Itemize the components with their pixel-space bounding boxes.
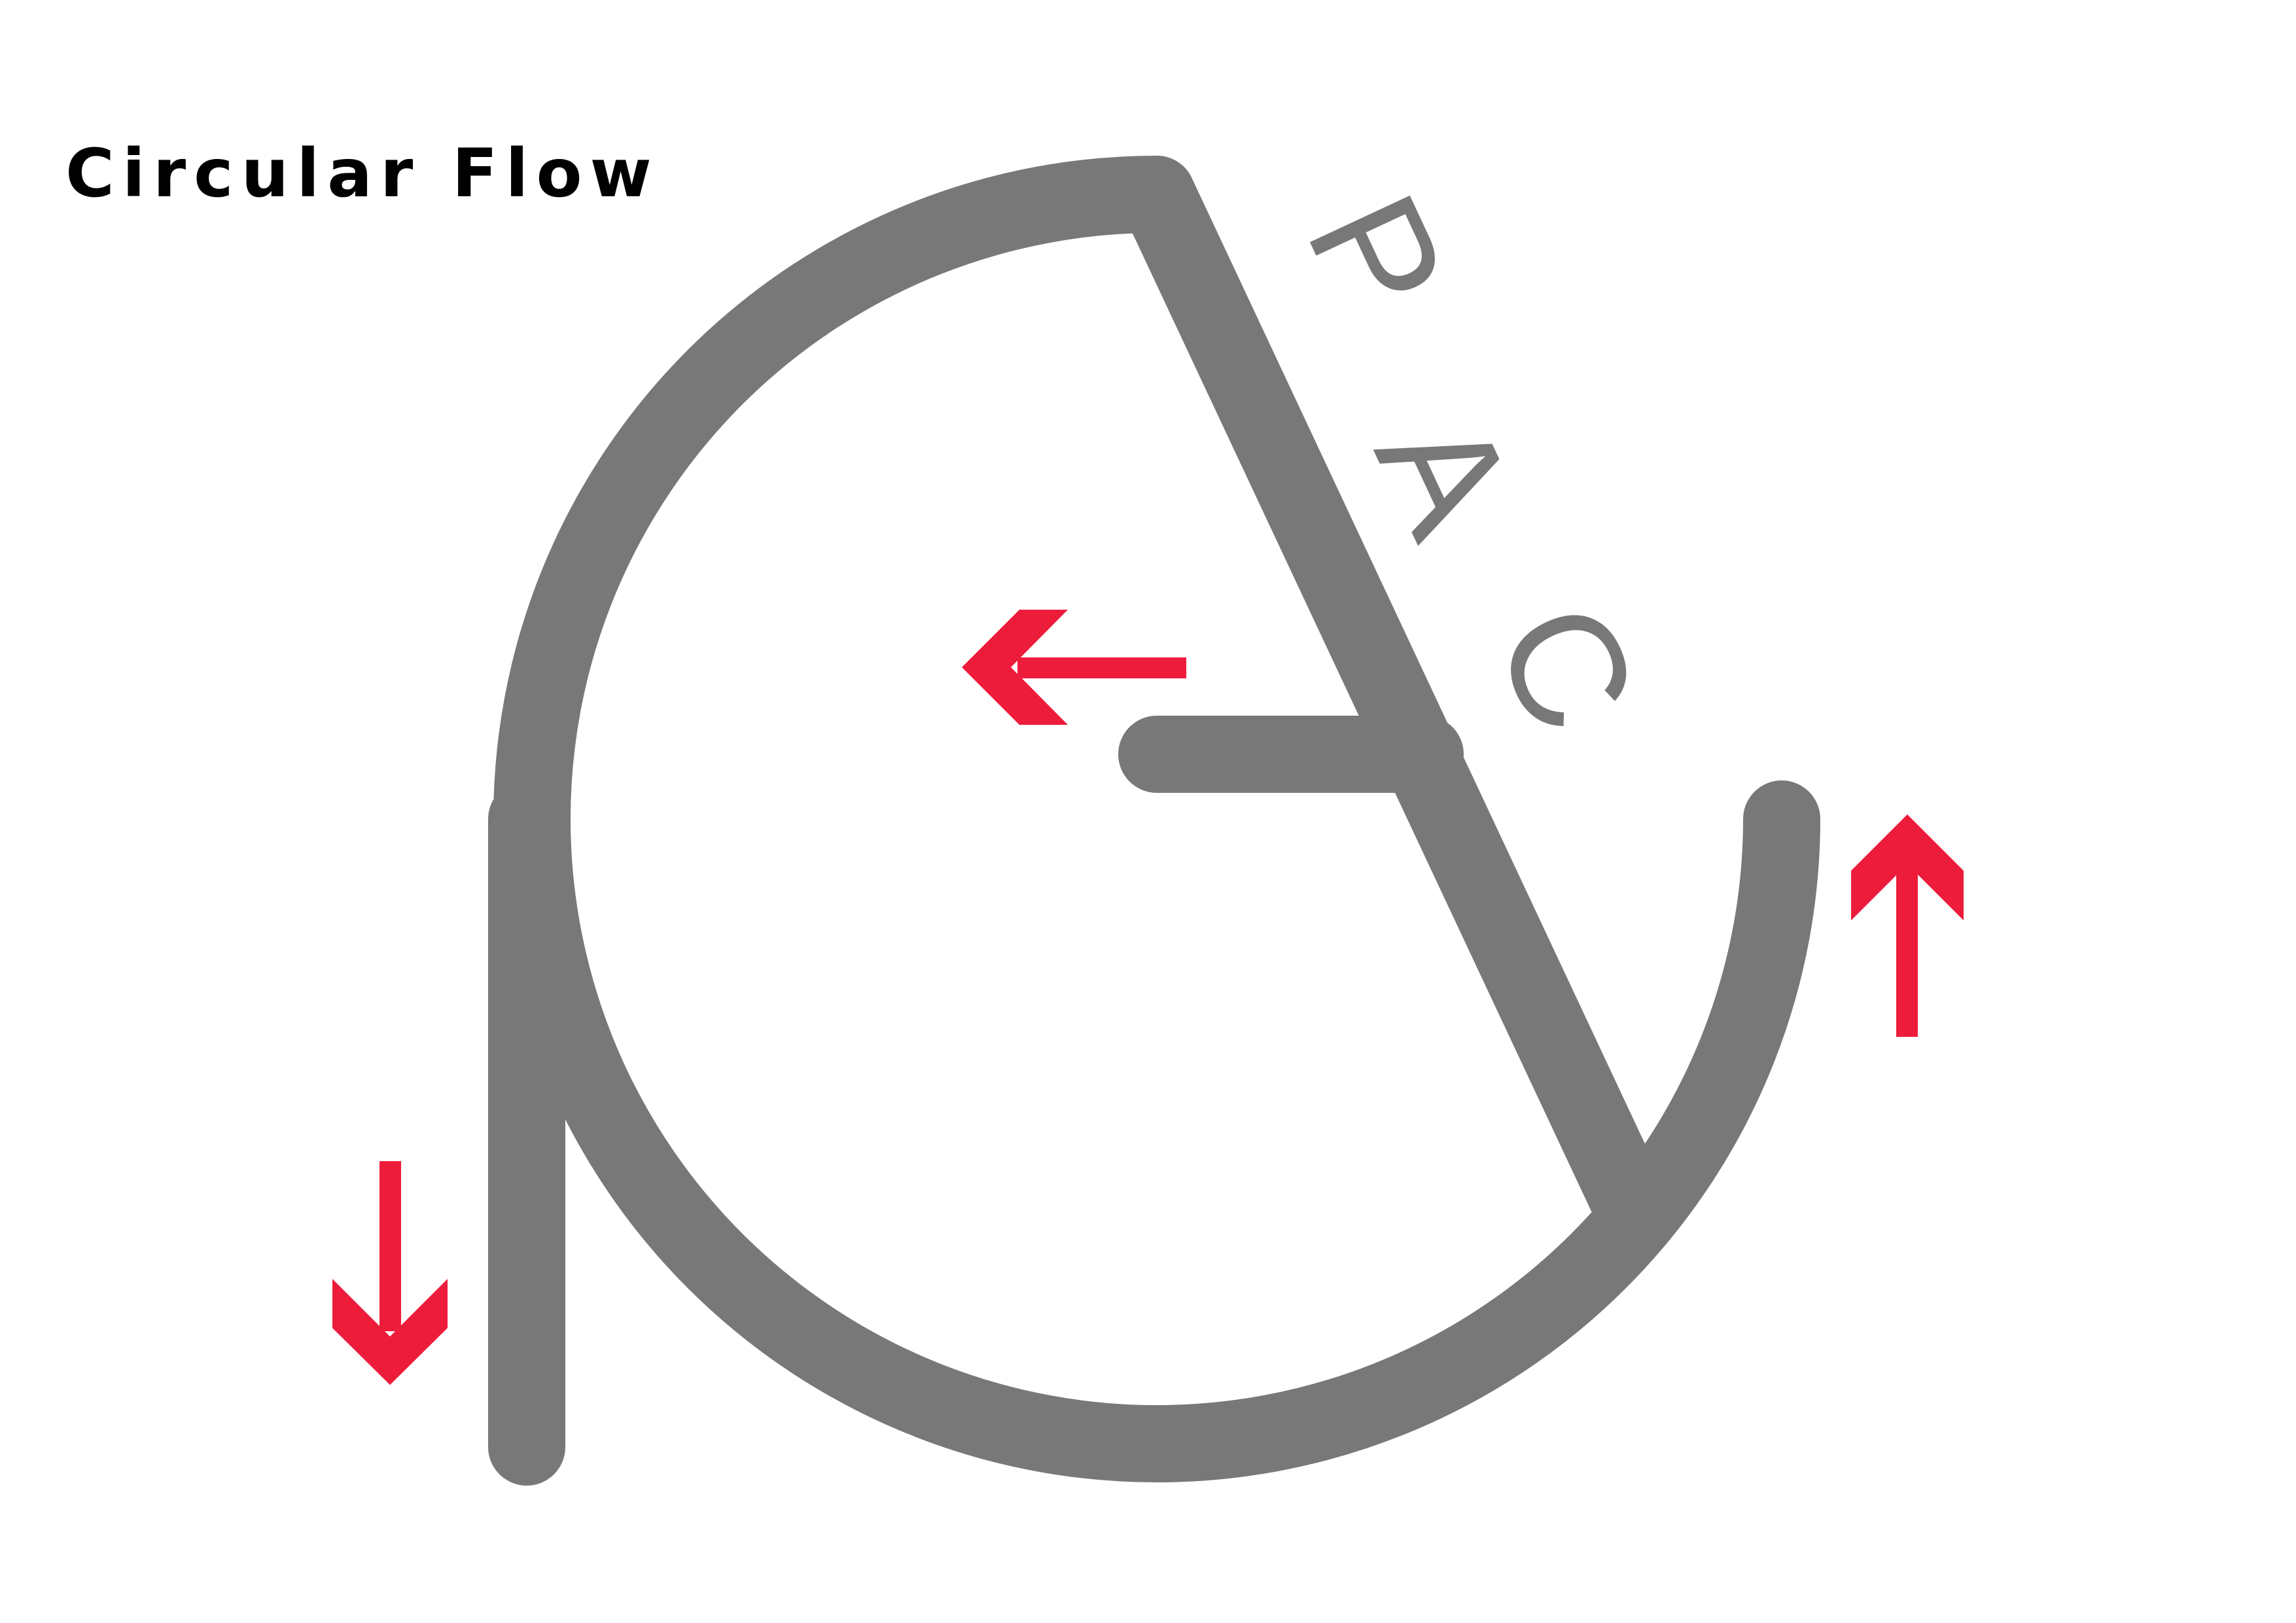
pac-letter-c: C bbox=[1461, 577, 1672, 758]
arrow-up-icon bbox=[1851, 814, 1964, 1037]
pac-lettering: P A C bbox=[1273, 169, 1672, 758]
pac-letter-p: P bbox=[1273, 169, 1481, 341]
diagonal-stroke bbox=[1118, 156, 1667, 1237]
arrow-down-icon bbox=[332, 1161, 448, 1385]
arrow-left-icon bbox=[962, 610, 1186, 725]
diagram-title: Circular Flow bbox=[65, 135, 660, 213]
pac-logo-structure bbox=[488, 156, 1820, 1486]
pac-letter-a: A bbox=[1342, 388, 1549, 561]
main-circle-arc bbox=[493, 156, 1820, 1482]
